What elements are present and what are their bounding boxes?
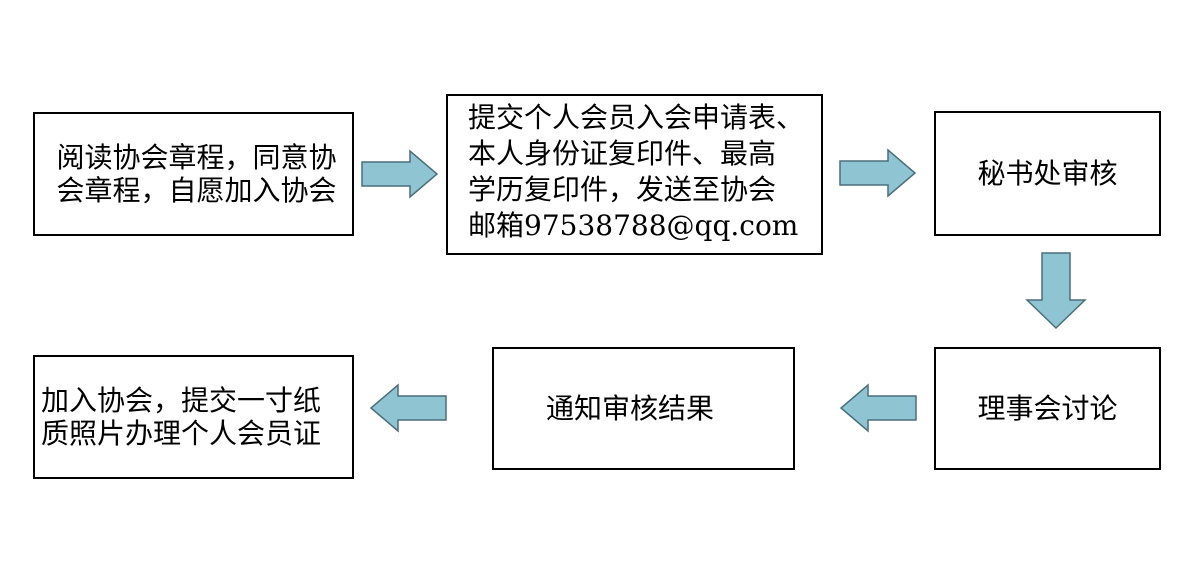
arrow-left-icon [369,383,447,433]
step-join-association: 加入协会，提交一寸纸 质照片办理个人会员证 [33,355,354,479]
arrow-down-icon [1025,252,1087,330]
step-council-discussion-text: 理事会讨论 [977,392,1118,425]
arrow-right-icon [839,148,917,198]
step-submit-documents-text: 提交个人会员入会申请表、 本人身份证复印件、最高 学历复印件，发送至协会 邮箱9… [468,101,805,242]
step-notify-result-text: 通知审核结果 [546,392,715,425]
step-submit-documents: 提交个人会员入会申请表、 本人身份证复印件、最高 学历复印件，发送至协会 邮箱9… [446,94,823,255]
arrow-right-icon [361,149,439,199]
arrow-left-icon [839,383,917,433]
step-secretariat-review-text: 秘书处审核 [977,157,1118,190]
step-join-association-text: 加入协会，提交一寸纸 质照片办理个人会员证 [41,384,322,450]
step-notify-result: 通知审核结果 [492,347,795,470]
step-secretariat-review: 秘书处审核 [934,111,1161,236]
step-read-charter-text: 阅读协会章程，同意协 会章程，自愿加入协会 [56,141,337,207]
step-read-charter: 阅读协会章程，同意协 会章程，自愿加入协会 [33,112,354,236]
step-council-discussion: 理事会讨论 [934,347,1161,470]
